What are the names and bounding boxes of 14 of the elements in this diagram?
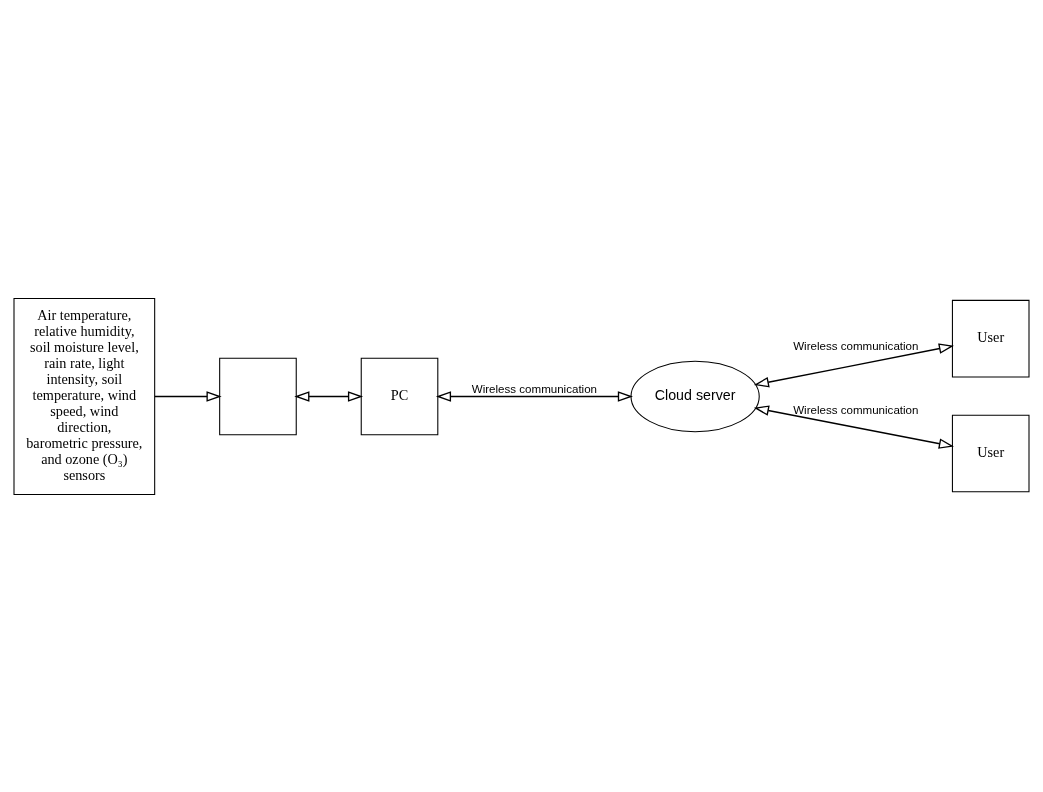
edge-label: Wireless communication [793, 403, 919, 416]
arrow [753, 342, 954, 387]
arrow [753, 404, 954, 449]
arrow [154, 390, 222, 402]
node-box: Air temperature, relative humidity, soil moisture level, rain rate, light intensity, soil temperature, wind speed, wind direction, barometric pressure, and ozone (O₃) sensors [13, 297, 156, 495]
arrow [294, 390, 364, 402]
node-box: PC [360, 357, 439, 435]
edge-label: Wireless communication [471, 382, 598, 395]
node-box: User [951, 299, 1030, 377]
node-box [219, 357, 297, 435]
arrow [435, 390, 633, 402]
edge-label: Wireless communication [793, 339, 919, 352]
node-ellipse: Cloud server [630, 360, 760, 432]
node-box: User [951, 414, 1030, 492]
